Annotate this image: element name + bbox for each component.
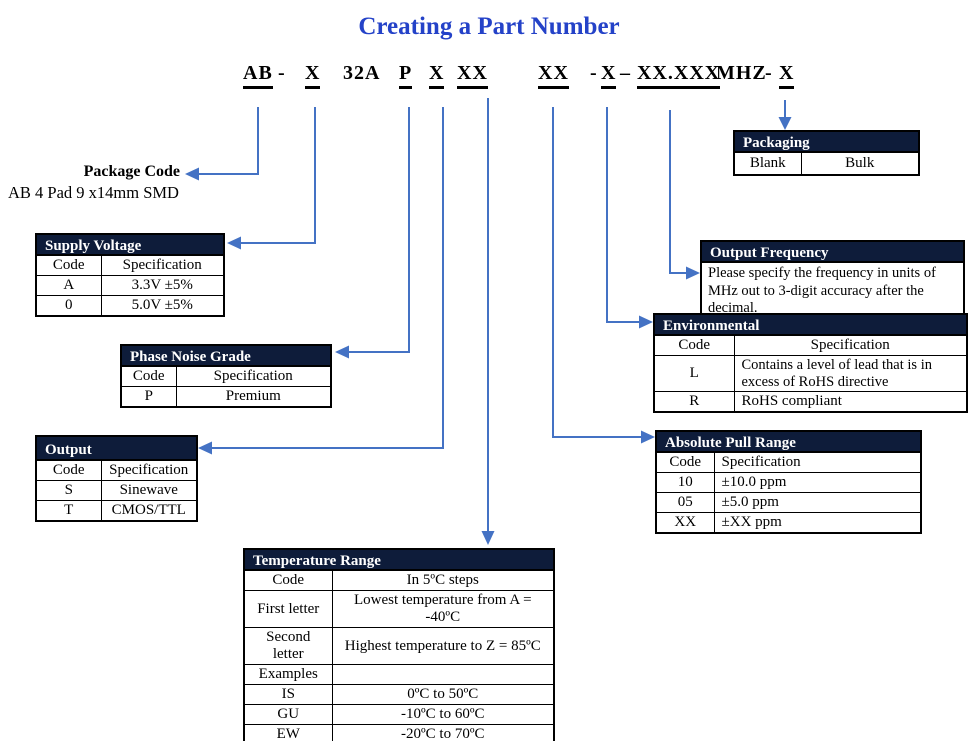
phase-noise-grade-table: Phase Noise Grade Code Specification P P… <box>120 344 332 408</box>
arrowhead-output-frequency <box>686 266 700 280</box>
part-number-mhz: MHZ <box>716 62 767 84</box>
arrowhead-supply-voltage <box>227 236 241 250</box>
connector-xxxxx-to-output-frequency <box>669 110 687 274</box>
connector-p-to-phase-noise <box>348 107 410 353</box>
table-cell-code: R <box>653 391 735 413</box>
part-number-segment-output: X <box>429 62 445 89</box>
environmental-table: Environmental Code Specification L Conta… <box>653 313 968 414</box>
table-cell-spec: -10ºC to 60ºC <box>331 704 555 725</box>
column-header-specification: Specification <box>175 366 332 387</box>
table-cell-spec: Highest temperature to Z = 85ºC <box>331 627 555 665</box>
packaging-table-title: Packaging <box>733 130 920 152</box>
table-cell-code: XX <box>655 512 715 534</box>
table-cell-code: Examples <box>243 664 333 685</box>
packaging-table: Packaging Blank Bulk <box>733 130 920 176</box>
connector-x-to-output <box>211 107 444 449</box>
column-header-specification: Specification <box>713 452 922 473</box>
table-cell-code: L <box>653 354 735 393</box>
part-number-dash: - <box>278 62 286 84</box>
table-cell-code: S <box>35 480 102 501</box>
temperature-range-table-title: Temperature Range <box>243 548 555 570</box>
part-number-segment-supply-voltage: X <box>305 62 321 89</box>
part-number-segment-frequency: XX.XXX <box>637 62 721 89</box>
package-code-label: Package Code <box>83 163 180 180</box>
column-header-code: Code <box>655 452 715 473</box>
table-cell-code: EW <box>243 724 333 741</box>
table-cell-code: 0 <box>35 295 102 317</box>
table-cell-code: Second letter <box>243 627 333 665</box>
part-number-segment-pull-range: XX <box>538 62 569 89</box>
table-cell-code: 05 <box>655 492 715 513</box>
column-header-specification: Specification <box>100 255 225 276</box>
table-cell-spec: CMOS/TTL <box>100 500 198 522</box>
column-header-code: Code <box>35 255 102 276</box>
column-header-specification: Specification <box>733 335 968 356</box>
column-header-code: Code <box>120 366 177 387</box>
temperature-range-table: Temperature Range Code In 5ºC steps Firs… <box>243 548 555 741</box>
table-cell-code: A <box>35 275 102 296</box>
table-cell-spec: Premium <box>175 386 332 408</box>
supply-voltage-table: Supply Voltage Code Specification A 3.3V… <box>35 233 225 317</box>
table-cell-spec: ±XX ppm <box>713 512 922 534</box>
table-cell-code: P <box>120 386 177 408</box>
arrowhead-packaging <box>778 117 792 130</box>
packaging-cell-bulk: Bulk <box>800 152 920 175</box>
table-cell-code: First letter <box>243 590 333 628</box>
table-cell-spec: RoHS compliant <box>733 391 968 413</box>
output-table-title: Output <box>35 435 198 460</box>
connector-x-to-environmental <box>606 107 640 323</box>
connector-x-to-supply-voltage <box>240 107 316 244</box>
arrowhead-temperature <box>481 531 495 545</box>
part-number-segment-packaging: X <box>779 62 795 89</box>
table-cell-spec: In 5ºC steps <box>331 570 555 591</box>
part-number-segment-package: AB <box>243 62 273 89</box>
connector-xx-to-pull-range <box>552 107 642 438</box>
supply-voltage-table-title: Supply Voltage <box>35 233 225 255</box>
page-title: Creating a Part Number <box>358 13 620 40</box>
table-cell-code: GU <box>243 704 333 725</box>
connector-ab-to-package-code <box>198 107 259 175</box>
table-cell-spec: Contains a level of lead that is in exce… <box>733 354 968 393</box>
part-number-dash: - <box>765 62 773 84</box>
absolute-pull-range-table: Absolute Pull Range Code Specification 1… <box>655 430 922 534</box>
table-cell-spec: 5.0V ±5% <box>100 295 225 317</box>
part-number-segment-temperature: XX <box>457 62 488 89</box>
part-number-segment-series: 32A <box>343 62 381 84</box>
output-table: Output Code Specification S Sinewave T C… <box>35 435 198 522</box>
arrowhead-output <box>198 441 212 455</box>
table-cell-spec: ±10.0 ppm <box>713 472 922 493</box>
part-number-dash: - <box>590 62 598 84</box>
table-cell-spec: 3.3V ±5% <box>100 275 225 296</box>
packaging-cell-blank: Blank <box>733 152 802 175</box>
package-code-description: AB 4 Pad 9 x14mm SMD <box>8 183 179 202</box>
table-cell-spec: -20ºC to 70ºC <box>331 724 555 741</box>
part-number-segment-environmental: X <box>601 62 617 89</box>
table-cell-spec: ±5.0 ppm <box>713 492 922 513</box>
arrowhead-package-code <box>185 167 199 181</box>
arrowhead-pull-range <box>641 430 655 444</box>
environmental-table-title: Environmental <box>653 313 968 335</box>
arrowhead-environmental <box>639 315 653 329</box>
table-cell-spec: Sinewave <box>100 480 198 501</box>
table-cell-code: IS <box>243 684 333 705</box>
part-number-endash: – <box>620 62 631 84</box>
table-cell-code: T <box>35 500 102 522</box>
table-cell-code: Code <box>243 570 333 591</box>
column-header-code: Code <box>653 335 735 356</box>
column-header-specification: Specification <box>100 460 198 481</box>
output-frequency-title: Output Frequency <box>700 240 965 262</box>
table-cell-spec: Lowest temperature from A = -40ºC <box>331 590 555 628</box>
column-header-code: Code <box>35 460 102 481</box>
table-cell-spec: 0ºC to 50ºC <box>331 684 555 705</box>
table-cell-code: 10 <box>655 472 715 493</box>
table-cell-spec <box>331 664 555 685</box>
arrowhead-phase-noise <box>335 345 349 359</box>
part-number-segment-phase-noise: P <box>399 62 413 89</box>
phase-noise-grade-table-title: Phase Noise Grade <box>120 344 332 366</box>
absolute-pull-range-table-title: Absolute Pull Range <box>655 430 922 452</box>
